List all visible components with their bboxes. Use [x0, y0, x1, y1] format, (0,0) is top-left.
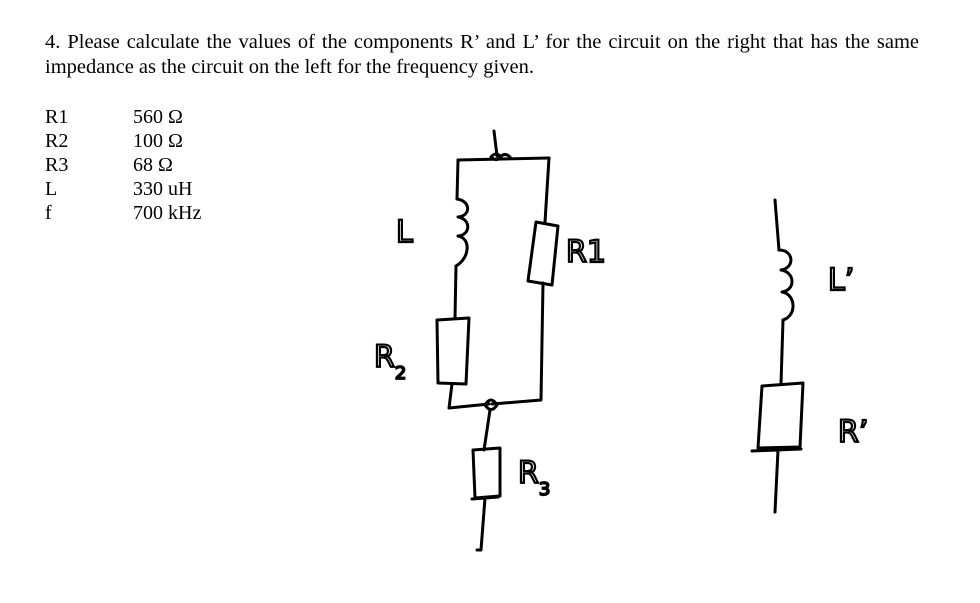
component-symbol: f: [45, 202, 52, 224]
resistor-r-prime-label: R’: [838, 415, 868, 450]
component-symbol: R1: [45, 106, 69, 128]
right-circuit: [750, 198, 805, 514]
left-branch-wire-mid: [453, 264, 458, 320]
resistor-r3-label: R3: [518, 456, 550, 500]
left-branch-wire-bottom: [447, 382, 491, 410]
left-branch-wire-top: [455, 158, 460, 201]
left-top-wire: [456, 156, 551, 162]
resistor-r-prime-symbol: [756, 381, 805, 450]
table-row: R1 560 Ω: [45, 105, 201, 129]
left-top-terminal-wire: [492, 129, 499, 158]
r3-wire-bottom: [470, 495, 500, 552]
right-branch-wire-bottom: [490, 281, 545, 406]
left-circuit: [435, 129, 560, 552]
resistor-r2-subscript: 2: [395, 363, 406, 384]
right-top-terminal-wire: [773, 198, 781, 252]
resistor-r2-label: R2: [374, 340, 406, 384]
component-symbol: L: [45, 178, 58, 200]
component-value: 68 Ω: [133, 154, 173, 176]
inductor-l-symbol: [454, 197, 470, 268]
inductor-l-prime-symbol: [777, 248, 795, 322]
resistor-r3-symbol: [471, 446, 502, 500]
resistor-r1-symbol: [526, 220, 560, 287]
inductor-l-label: L: [396, 215, 413, 250]
right-wire-mid: [779, 318, 785, 386]
component-value: 560 Ω: [133, 106, 183, 128]
left-bottom-node: [483, 398, 499, 411]
r3-wire-top: [482, 408, 492, 452]
component-values-table: R1 560 Ω R2 100 Ω R3 68 Ω L 330 uH f 700…: [45, 105, 201, 225]
resistor-r2-symbol: [435, 316, 471, 386]
resistor-r3-letter: R: [518, 456, 539, 491]
right-branch-wire-top: [543, 156, 551, 224]
component-symbol: R2: [45, 130, 69, 152]
inductor-l-prime-label: L’: [828, 263, 854, 298]
component-value: 330 uH: [133, 178, 193, 200]
table-row: L 330 uH: [45, 177, 201, 201]
component-value: 700 kHz: [133, 202, 202, 224]
resistor-r1-label: R1: [566, 235, 606, 270]
table-row: R3 68 Ω: [45, 153, 201, 177]
resistor-r2-letter: R: [374, 340, 395, 375]
question-text: 4. Please calculate the values of the co…: [45, 31, 919, 78]
component-symbol: R3: [45, 154, 69, 176]
table-row: f 700 kHz: [45, 201, 201, 225]
resistor-r3-subscript: 3: [539, 479, 550, 500]
table-row: R2 100 Ω: [45, 129, 201, 153]
component-value: 100 Ω: [133, 130, 183, 152]
right-wire-bottom: [750, 447, 803, 514]
